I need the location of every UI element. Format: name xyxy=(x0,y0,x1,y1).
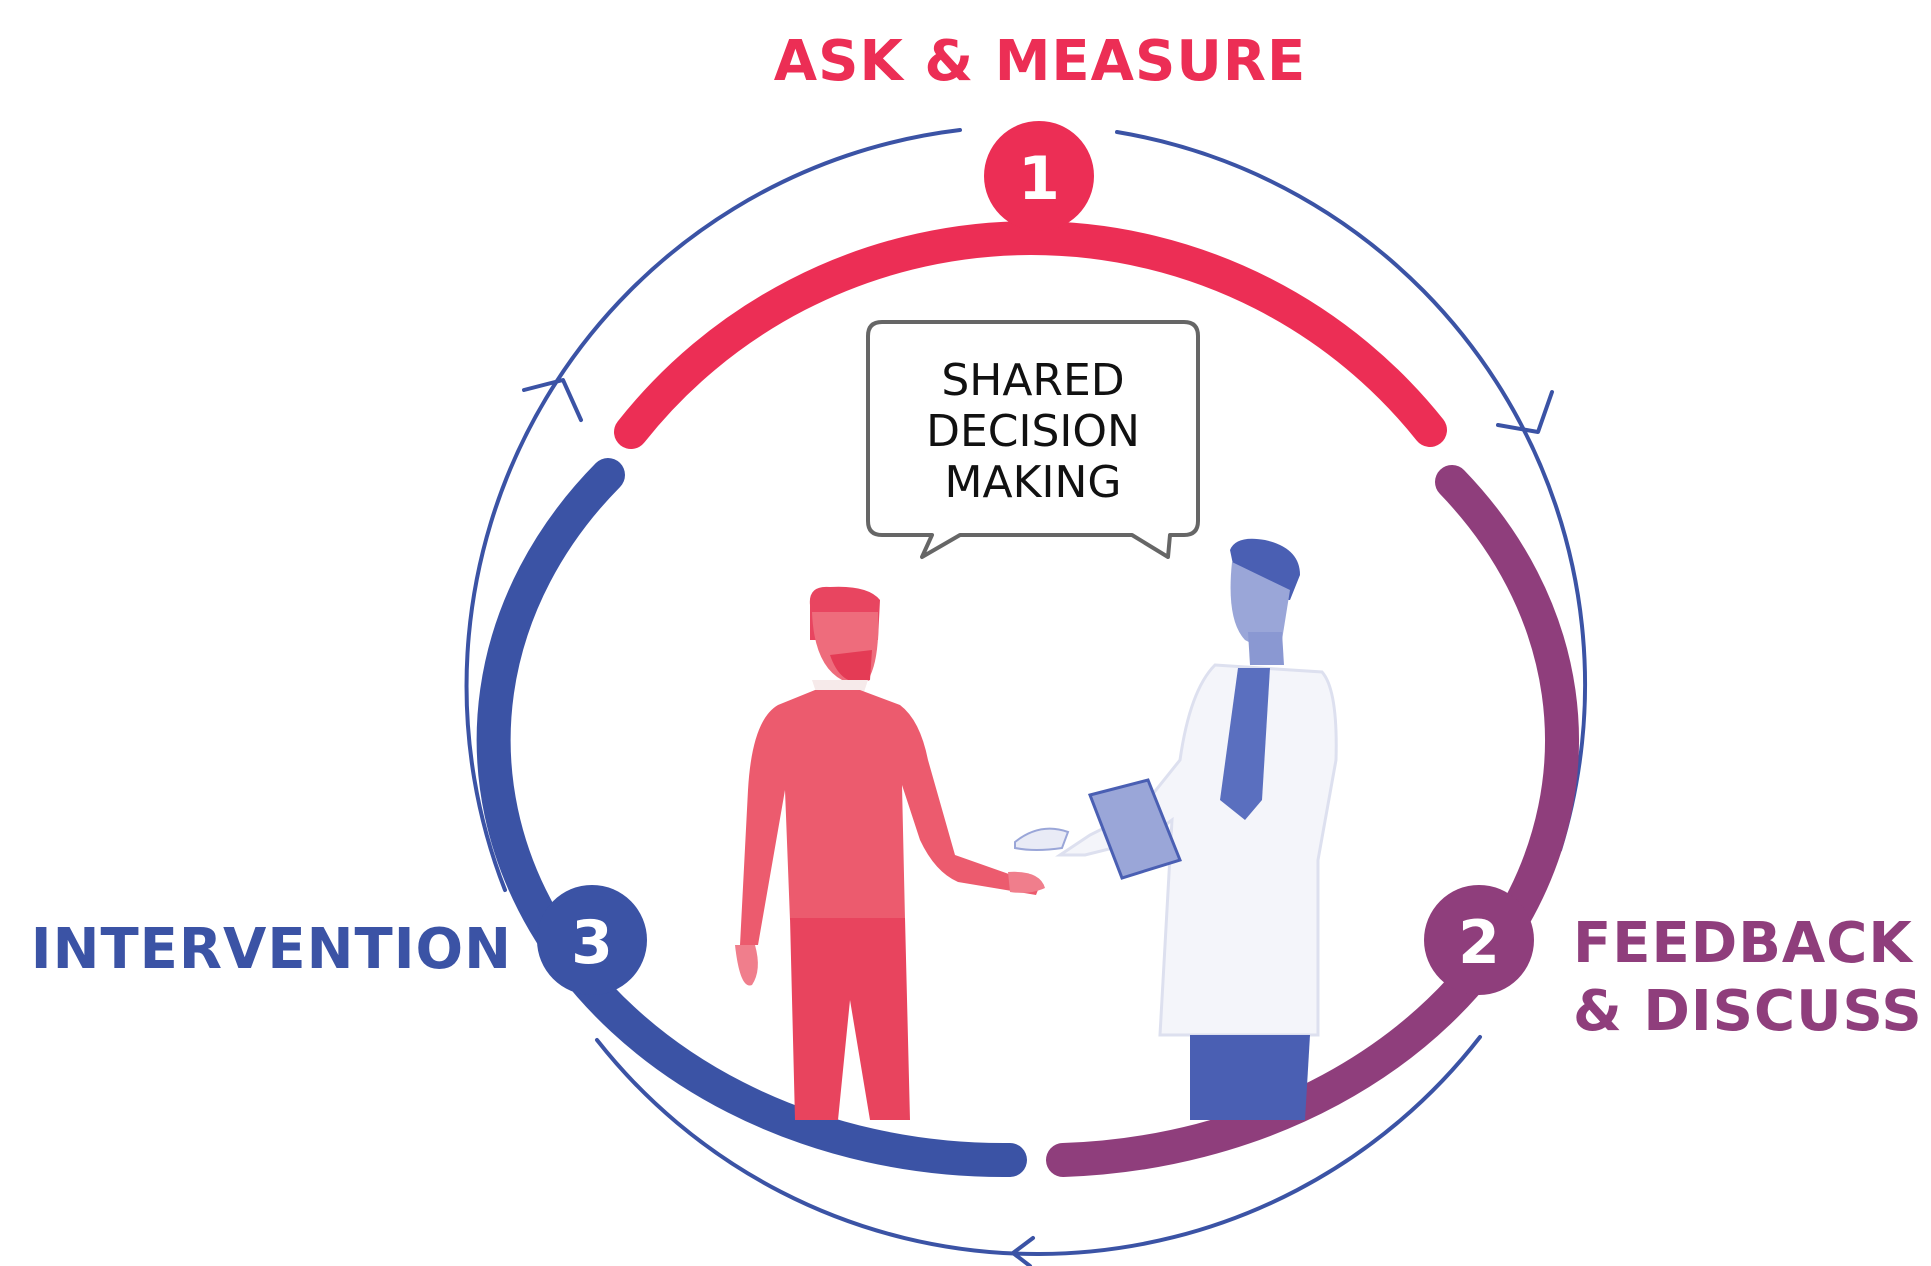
badge-number-2: 2 xyxy=(1458,908,1500,978)
stage-title-ask-measure: ASK & MEASURE xyxy=(774,29,1306,94)
badge-1: 1 xyxy=(984,121,1094,231)
cycle-arc-bottom xyxy=(595,1035,1482,1257)
badge-circle-2 xyxy=(1424,885,1534,995)
doctor-trousers xyxy=(1190,1035,1310,1120)
clipboard-icon xyxy=(1087,778,1182,880)
doctor-neck xyxy=(1248,632,1284,665)
cycle-arc-left xyxy=(464,128,962,892)
stage-title-feedback: FEEDBACK xyxy=(1573,911,1914,976)
arrowhead-left-icon xyxy=(522,378,583,422)
doctor-illustration xyxy=(1014,538,1338,1120)
cycle-arc-top-right xyxy=(1115,130,1587,852)
patient-hand-right xyxy=(1008,871,1045,893)
patient-beard xyxy=(830,650,872,683)
bubble-line-1: SHARED xyxy=(941,355,1124,406)
arrowhead-bottom-icon xyxy=(1011,1236,1035,1266)
badge-2: 2 xyxy=(1424,885,1534,995)
ring-segment-ask-measure xyxy=(614,221,1447,449)
badge-3: 3 xyxy=(537,885,647,995)
badge-number-3: 3 xyxy=(571,908,613,978)
patient-torso xyxy=(740,690,1040,945)
badge-circle-1 xyxy=(984,121,1094,231)
cycle-arrowheads xyxy=(522,378,1554,1266)
cycle-arrows xyxy=(464,128,1587,1257)
doctor-hand xyxy=(1014,827,1070,851)
patient-hand-left xyxy=(735,945,758,986)
badge-circle-3 xyxy=(537,885,647,995)
speech-bubble: SHARED DECISION MAKING xyxy=(866,320,1200,559)
patient-legs xyxy=(790,918,910,1120)
doctor-head xyxy=(1230,562,1290,646)
doctor-shirt xyxy=(1220,668,1270,820)
arrowhead-right-icon xyxy=(1496,390,1554,434)
speech-bubble-outline xyxy=(866,320,1200,559)
doctor-coat xyxy=(1055,663,1338,1037)
patient-illustration xyxy=(735,586,1045,1120)
stage-title-intervention: INTERVENTION xyxy=(31,917,512,982)
badge-number-1: 1 xyxy=(1018,144,1060,214)
bubble-line-2: DECISION xyxy=(926,406,1140,457)
bubble-line-3: MAKING xyxy=(945,457,1122,508)
stage-title-discuss: & DISCUSS xyxy=(1573,979,1923,1044)
